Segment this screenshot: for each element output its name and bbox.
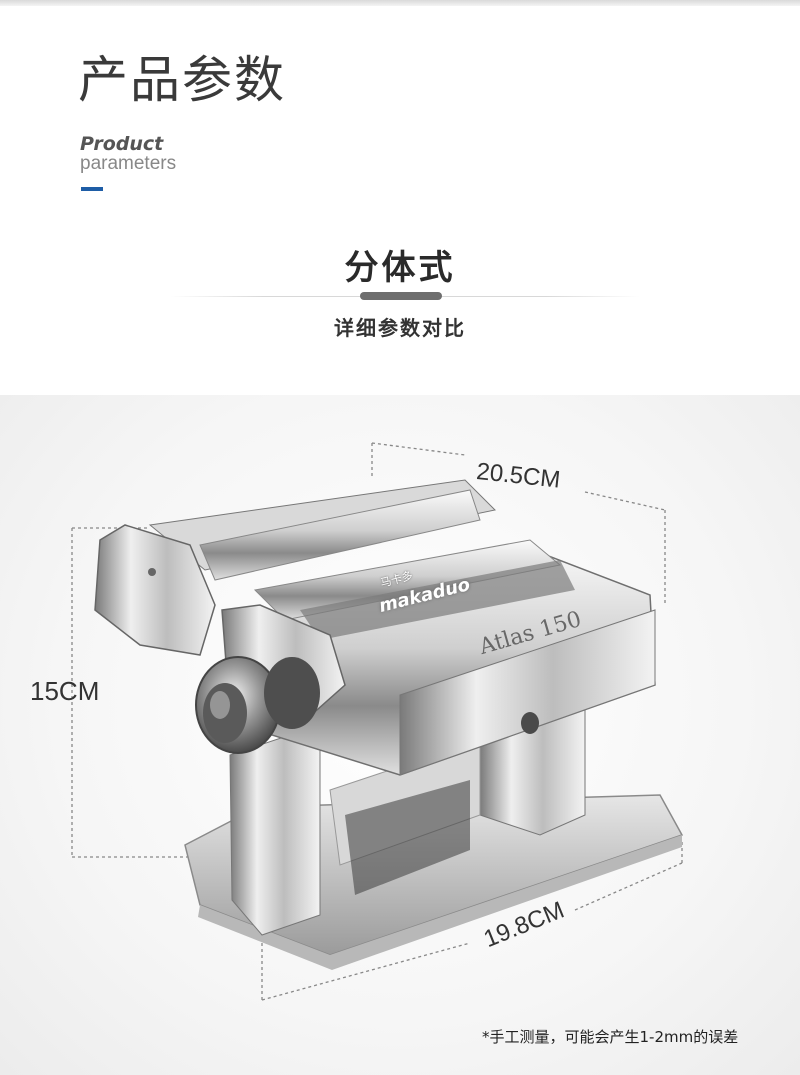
section-title: 分体式 [344, 248, 456, 288]
pasta-machine-illustration [71, 442, 684, 1001]
height-dimension-label: 15CM [30, 676, 100, 706]
accent-dash [81, 187, 103, 191]
section-divider-bar [360, 292, 442, 300]
top-image-strip [0, 0, 800, 6]
subtitle-product: Product [80, 133, 164, 155]
section-caption: 详细参数对比 [334, 316, 466, 340]
page-title: 产品参数 [78, 51, 286, 109]
subtitle-parameters: parameters [80, 153, 177, 174]
measurement-note: *手工测量，可能会产生1-2mm的误差 [482, 1028, 739, 1046]
